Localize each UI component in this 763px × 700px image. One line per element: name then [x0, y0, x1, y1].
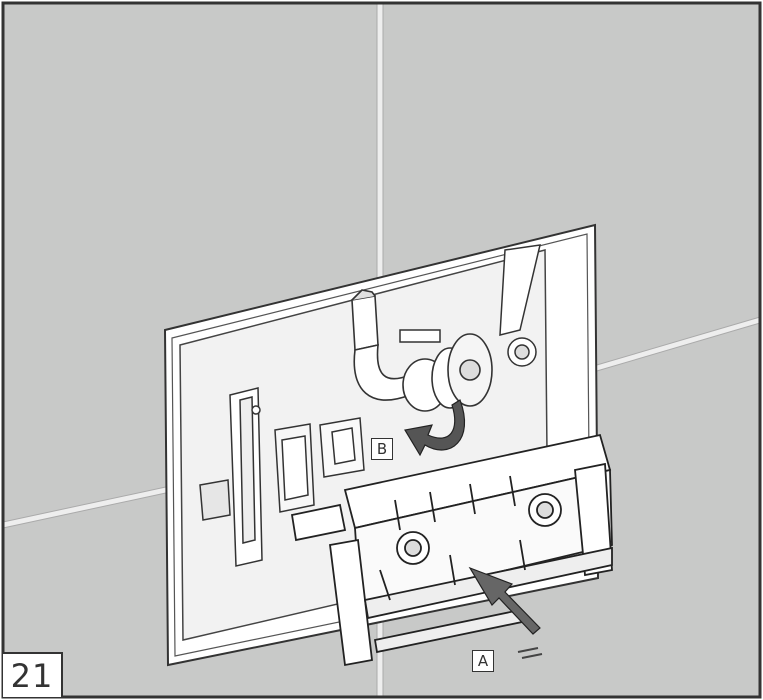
grout-edges [2, 3, 761, 697]
step-number: 21 [3, 652, 63, 697]
cistern-internals [199, 244, 541, 567]
rotation-arrow-b [404, 399, 466, 457]
label-b: B [371, 438, 393, 460]
supply-hose [351, 289, 493, 412]
label-a: A [472, 650, 494, 672]
push-arrow-a [468, 566, 543, 659]
grout-lines [2, 3, 761, 697]
